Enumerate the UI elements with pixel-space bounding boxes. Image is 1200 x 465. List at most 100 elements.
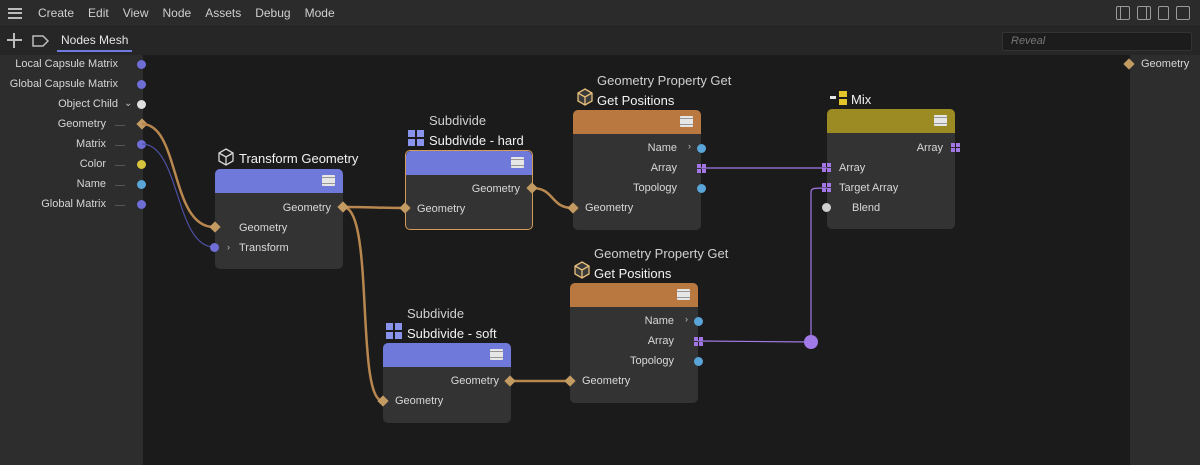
- lock-icon[interactable]: [1158, 6, 1169, 20]
- input-geometry: Geometry: [582, 375, 631, 387]
- node-header[interactable]: [383, 343, 511, 367]
- node-subtitle-subdivide: Subdivide: [407, 306, 465, 321]
- output-port-geometry: Geometry: [1141, 58, 1190, 70]
- layout-right-panel-icon[interactable]: [1137, 6, 1151, 20]
- node-title-get-positions: Get Positions: [594, 266, 672, 281]
- node-mix[interactable]: Array Array Target Array Blend: [827, 109, 955, 229]
- output-topology: Topology: [629, 355, 674, 367]
- mix-icon: [830, 91, 847, 105]
- chevron-right-icon[interactable]: ›: [227, 242, 230, 252]
- node-transform-geometry[interactable]: Geometry Geometry › Transform: [215, 169, 343, 269]
- input-ports-panel: [0, 55, 143, 465]
- port-tick: [115, 145, 125, 146]
- node-menu-icon[interactable]: [677, 289, 690, 300]
- toolbar: Nodes Mesh Reveal: [0, 27, 1200, 55]
- layout-left-panel-icon[interactable]: [1116, 6, 1130, 20]
- cube-icon: [218, 148, 234, 166]
- chevron-right-icon[interactable]: ›: [685, 314, 688, 324]
- port-dot-color[interactable]: [137, 160, 146, 169]
- port-out-array[interactable]: [694, 337, 703, 346]
- output-name: Name: [647, 142, 677, 154]
- port-local-capsule-matrix: Local Capsule Matrix: [15, 58, 118, 70]
- detach-window-icon[interactable]: [1176, 6, 1190, 20]
- port-tick: [115, 165, 125, 166]
- output-array: Array: [650, 162, 677, 174]
- port-dot-matrix[interactable]: [137, 140, 146, 149]
- node-title-transform: Transform Geometry: [239, 151, 359, 166]
- port-color: Color: [79, 158, 106, 170]
- chevron-down-icon[interactable]: ⌄: [124, 98, 133, 109]
- port-dot-object[interactable]: [137, 100, 146, 109]
- node-subdivide-soft[interactable]: Geometry Geometry: [383, 343, 511, 423]
- input-blend: Blend: [852, 202, 881, 214]
- add-icon[interactable]: [7, 33, 22, 48]
- node-subtitle-subdivide: Subdivide: [429, 113, 487, 128]
- node-header[interactable]: [573, 110, 701, 134]
- port-out-array[interactable]: [951, 143, 960, 152]
- menu-view[interactable]: View: [122, 6, 149, 20]
- node-subtitle-geometry-property-get: Geometry Property Get: [594, 246, 729, 261]
- node-title-subdivide-hard: Subdivide - hard: [429, 133, 524, 148]
- node-menu-icon[interactable]: [322, 175, 335, 186]
- node-menu-icon[interactable]: [680, 116, 693, 127]
- hamburger-icon[interactable]: [8, 7, 22, 19]
- port-dot-matrix[interactable]: [137, 60, 146, 69]
- window-controls: [1116, 6, 1190, 20]
- port-object-child: Object Child: [58, 98, 118, 110]
- port-in-transform[interactable]: [210, 243, 219, 252]
- node-header[interactable]: [215, 169, 343, 193]
- node-menu-icon[interactable]: [934, 115, 947, 126]
- port-out-topology[interactable]: [694, 357, 703, 366]
- port-tick: [115, 125, 125, 126]
- port-in-blend[interactable]: [822, 203, 831, 212]
- port-dot-matrix[interactable]: [137, 80, 146, 89]
- menu-create[interactable]: Create: [38, 6, 75, 20]
- input-geometry: Geometry: [585, 202, 634, 214]
- input-transform: Transform: [239, 242, 289, 254]
- output-geometry: Geometry: [450, 375, 499, 387]
- port-geometry: Geometry: [57, 118, 106, 130]
- node-menu-icon[interactable]: [511, 157, 524, 168]
- port-out-name[interactable]: [694, 317, 703, 326]
- menu-mode[interactable]: Mode: [304, 6, 335, 20]
- property-cube-icon: [574, 261, 590, 279]
- menu-bar: Create Edit View Node Assets Debug Mode: [0, 0, 1200, 27]
- node-get-positions-1[interactable]: Name › Array Topology Geometry: [573, 110, 701, 230]
- node-title-mix: Mix: [851, 92, 872, 107]
- menu-debug[interactable]: Debug: [255, 6, 291, 20]
- output-geometry: Geometry: [471, 183, 520, 195]
- port-name: Name: [76, 178, 106, 190]
- node-get-positions-2[interactable]: Name › Array Topology Geometry: [570, 283, 698, 403]
- output-name: Name: [644, 315, 674, 327]
- port-dot-matrix[interactable]: [137, 200, 146, 209]
- port-out-array[interactable]: [697, 164, 706, 173]
- chevron-right-icon[interactable]: ›: [688, 141, 691, 151]
- output-geometry: Geometry: [282, 202, 331, 214]
- node-menu-icon[interactable]: [490, 349, 503, 360]
- port-global-capsule-matrix: Global Capsule Matrix: [9, 78, 118, 90]
- reveal-search-input[interactable]: Reveal: [1002, 32, 1192, 51]
- node-subtitle-geometry-property-get: Geometry Property Get: [597, 73, 732, 88]
- node-subdivide-hard[interactable]: Geometry Geometry: [405, 150, 533, 230]
- port-tick: [115, 185, 125, 186]
- menu-edit[interactable]: Edit: [88, 6, 109, 20]
- port-in-array[interactable]: [822, 163, 831, 172]
- port-in-target-array[interactable]: [822, 183, 831, 192]
- node-title-get-positions: Get Positions: [597, 93, 675, 108]
- node-title-subdivide-soft: Subdivide - soft: [407, 326, 497, 341]
- node-header[interactable]: [827, 109, 955, 133]
- input-geometry: Geometry: [395, 395, 444, 407]
- port-matrix: Matrix: [76, 138, 106, 150]
- output-array: Array: [647, 335, 674, 347]
- port-dot-string[interactable]: [137, 180, 146, 189]
- grid-icon: [408, 130, 424, 146]
- tag-icon[interactable]: [32, 34, 50, 48]
- node-header[interactable]: [570, 283, 698, 307]
- port-out-topology[interactable]: [697, 184, 706, 193]
- menu-node[interactable]: Node: [162, 6, 192, 20]
- menu-assets[interactable]: Assets: [205, 6, 242, 20]
- port-out-name[interactable]: [697, 144, 706, 153]
- tab-nodes-mesh[interactable]: Nodes Mesh: [57, 31, 133, 52]
- grid-icon: [386, 323, 402, 339]
- port-global-matrix: Global Matrix: [41, 198, 106, 210]
